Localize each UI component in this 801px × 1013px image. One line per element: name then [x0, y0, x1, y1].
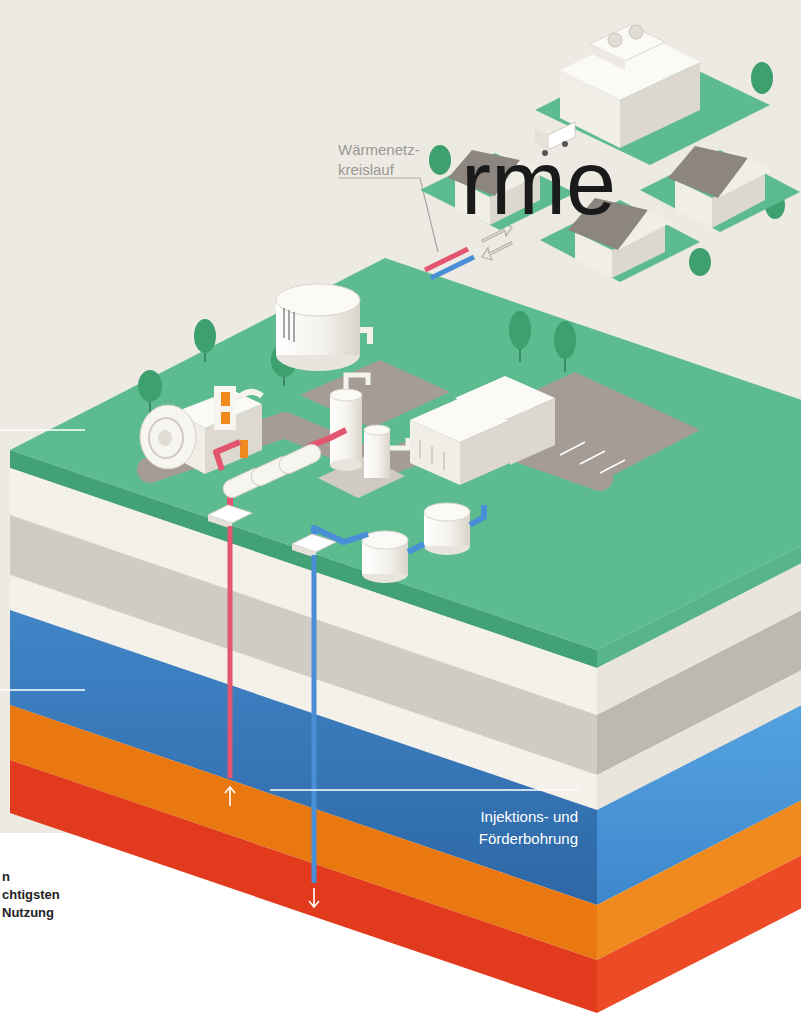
body-text-fragment: n	[2, 868, 122, 886]
diagram-title: rme	[461, 138, 616, 228]
body-text-fragment: Nutzung	[2, 904, 122, 922]
body-text-fragment: chtigsten	[2, 886, 122, 904]
callout-label: Wärmenetz- kreislauf	[338, 140, 434, 180]
callout-label: Injektions- und Förderbohrung	[408, 806, 578, 850]
